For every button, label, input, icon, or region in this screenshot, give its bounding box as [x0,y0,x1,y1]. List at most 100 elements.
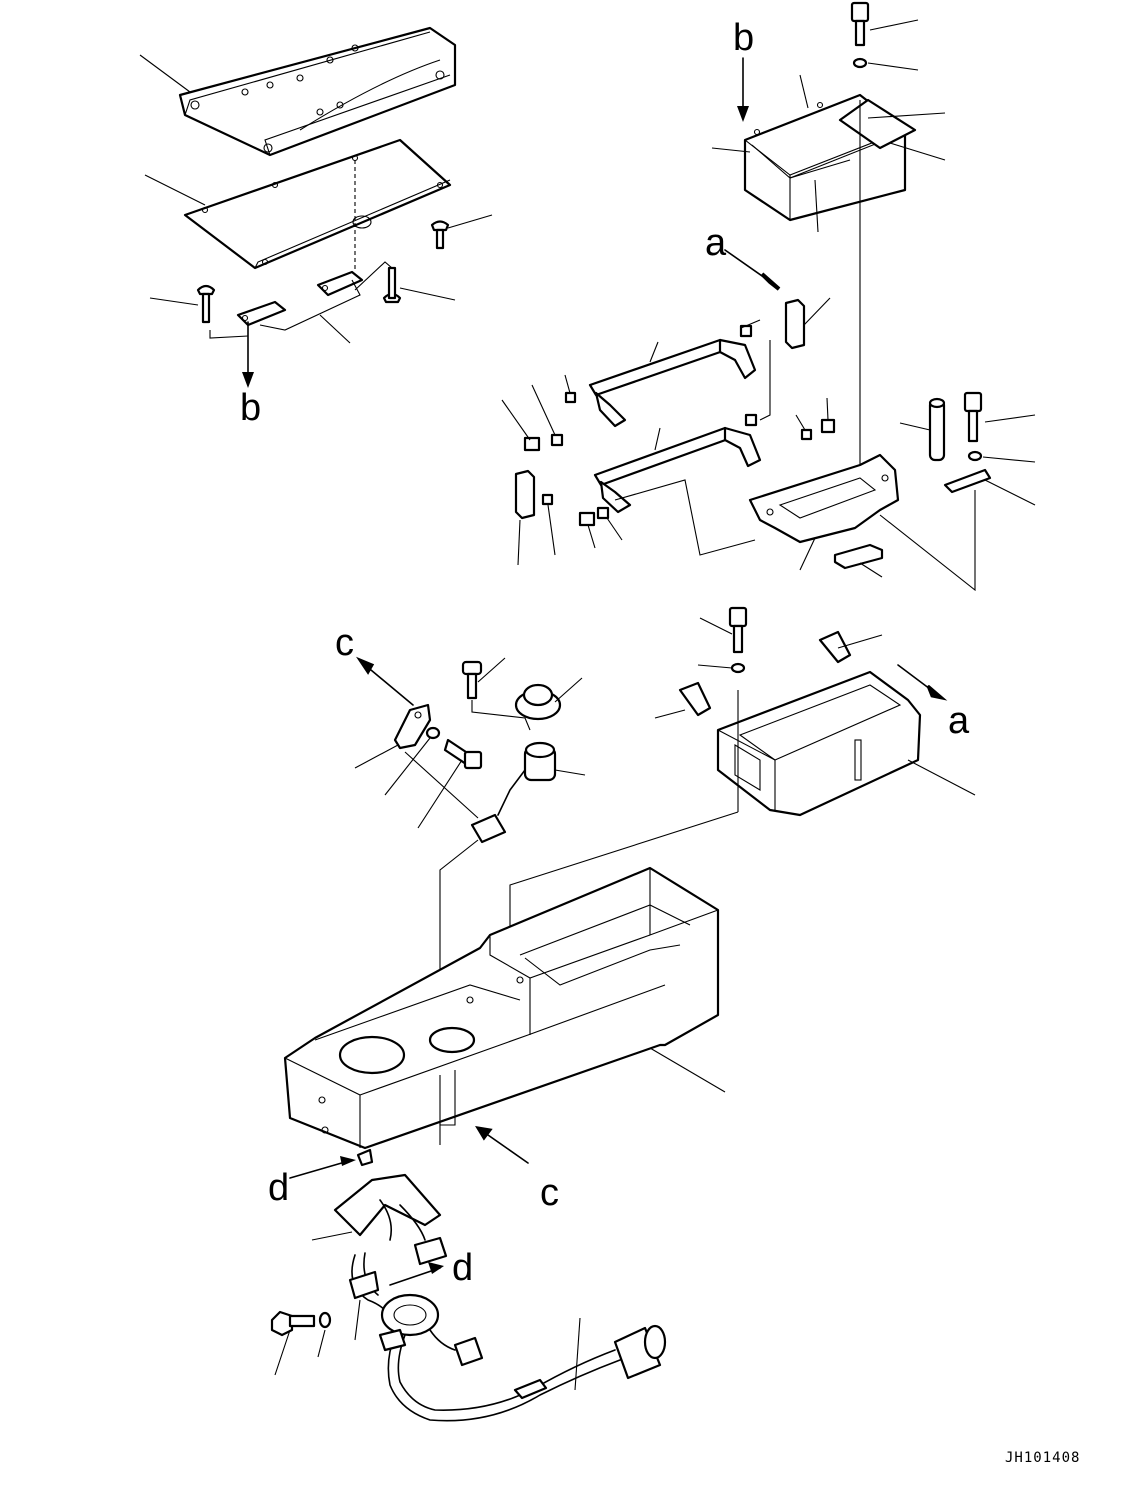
leader-line [837,634,883,649]
leader-line [984,414,1036,423]
assembly-line [404,751,479,819]
callout-d-right: d [452,1247,473,1289]
leader-line [826,397,829,421]
leader-line [144,174,206,206]
leader-line [867,112,946,119]
leader-line [654,427,661,451]
callout-a-top: a [705,222,727,264]
leader-line [740,319,761,329]
knob [514,683,562,721]
bolt-bottom [270,1310,332,1337]
arrow-head [340,1156,356,1166]
block-b [514,469,536,520]
arrow-head [428,1262,444,1274]
leader-line [477,657,506,683]
leader-line [554,677,583,703]
key-switch [470,741,557,844]
callout-b-top: b [733,17,754,59]
leader-line [711,147,751,153]
arrow-head [242,372,254,388]
arrow-head [475,1125,493,1141]
callout-b-left: b [240,387,261,429]
arrow-head [926,684,948,701]
bracket-pair [236,270,364,331]
link-bar-upper [588,338,757,428]
leader-line [501,399,531,441]
leader-line [867,62,919,71]
arrow-head [356,656,375,675]
tab [356,1148,374,1167]
callout-c-top: c [335,622,354,664]
screw-lower-3 [678,681,712,717]
leader-line [795,414,806,431]
leader-line [149,297,199,306]
screw-1 [430,220,450,250]
leader-line [587,524,596,549]
screw-2 [382,266,402,304]
wiring-harness [333,1173,667,1422]
leader-line [649,341,659,363]
leader-line [447,214,493,229]
leader-line [319,314,351,344]
leader-line [354,744,399,769]
leader-line [654,709,686,719]
storage-tray [743,93,917,222]
base-plate [183,138,452,270]
leader-line [814,179,819,233]
leader-line [554,769,586,776]
assembly-line [354,261,393,291]
clamp-bracket [393,703,441,750]
top-cover [178,26,457,157]
leader-line [354,1299,361,1341]
link-bar-lower [593,426,762,514]
leader-line [384,737,431,796]
leader-line [859,562,883,578]
callout-c-bottom: c [540,1172,559,1214]
leader-line [417,759,463,829]
leader-line [274,1329,291,1376]
drawing-code: JH101408 [1005,1450,1080,1466]
clip-small [833,543,884,570]
leader-line [606,517,623,541]
leader-line [317,1329,326,1358]
bolt-right [943,391,992,494]
assembly-line [759,340,771,421]
bolt-lower-1 [728,606,748,674]
arrow-head [760,272,781,291]
arrow-head [737,106,749,122]
leader-line [311,1231,353,1241]
assembly-line [879,490,976,592]
leader-line [799,537,816,571]
lower-tray [716,670,922,817]
leader-line [699,617,733,635]
leader-line [869,19,919,31]
small-blocks [523,324,836,527]
leader-line [899,422,931,431]
leader-line [697,664,733,669]
leader-line [547,504,556,556]
callout-a-side: a [948,700,970,742]
mount-plate [748,453,900,544]
console-housing [283,866,720,1150]
leader-line [399,287,456,301]
assembly-line [614,479,756,556]
assembly-line [471,700,531,731]
screw-lower-2 [818,630,852,664]
leader-line [564,374,571,394]
bolt-top-right [850,1,870,69]
pin-right [928,397,946,462]
screw-switch [461,660,483,700]
assembly-line [209,330,249,339]
leader-line [907,759,976,796]
leader-line [139,54,191,93]
leader-line [531,384,556,436]
leader-line [799,74,809,109]
block-a [784,298,806,350]
callout-d-left: d [268,1167,289,1209]
bolt-mid [443,738,483,770]
leader-line [649,1047,726,1093]
screw-3 [196,284,216,324]
leader-line [574,1317,581,1391]
leader-line [889,142,946,161]
